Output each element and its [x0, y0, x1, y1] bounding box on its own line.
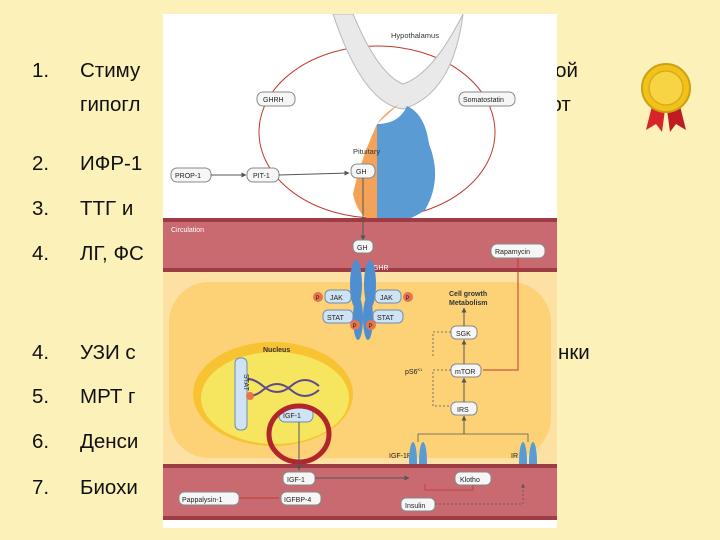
bullet-item-6: 6. Денси [32, 429, 138, 455]
bullet-number: 5. [32, 385, 50, 408]
nucleus-label: Nucleus [263, 347, 290, 354]
igf1-nucleus-label: IGF-1 [283, 413, 301, 420]
pit1-label: PIT-1 [253, 173, 270, 180]
ghr-left-chain [350, 260, 362, 308]
insulin-to-ir-arrow [435, 483, 525, 505]
bullet-text: ИФР-1 [80, 152, 143, 175]
bullet-number: 4. [32, 341, 50, 364]
gh-pituitary-label: GH [356, 169, 367, 176]
bullet-text: гипогл [80, 93, 141, 116]
ps6-label: pS6K1 [405, 367, 423, 376]
pappalysin-label: Pappalysin-1 [182, 497, 223, 504]
jak-right-box [374, 289, 402, 304]
stat-nucleus-box [234, 357, 248, 431]
irs-label: IRS [457, 407, 469, 414]
ghrh-box [256, 91, 296, 107]
bullet-text: Биохи [80, 476, 138, 499]
hypothalamus-shape [332, 14, 464, 110]
phospho-circle [313, 292, 323, 302]
igf1r-label: IGF-1R [389, 453, 412, 460]
gh-igf1-pathway-diagram: Hypothalamus Pituitary GHRH Somatostatin… [163, 14, 557, 520]
metabolism-label: Metabolism [449, 300, 488, 307]
ps6-superscript: K1 [417, 367, 423, 372]
receptor-signal-line [417, 433, 529, 442]
bullet-text: ТТГ и [80, 197, 134, 220]
circulation-label: Circulation [171, 227, 204, 234]
anterior-pituitary-shape [353, 104, 399, 222]
gh-circulation-box [352, 239, 374, 254]
ps6-text: pS6 [405, 369, 418, 376]
rapamycin-label: Rapamycin [495, 249, 530, 256]
somatostatin-box [458, 91, 516, 107]
bullet-number: 4. [32, 242, 50, 265]
mtor-label: mTOR [455, 369, 475, 376]
bullet-item-5: 5. МРТ г [32, 384, 136, 410]
bullet-item-3: 3. ТТГ и [32, 196, 133, 222]
bullet-number: 2. [32, 152, 50, 175]
bullet-text: ЛГ, ФС [80, 242, 144, 265]
phospho-circle [366, 320, 376, 330]
posterior-pituitary-shape [377, 106, 436, 223]
phospho-label: P [406, 296, 410, 302]
bullet-item-2: 2. ИФР-1 [32, 151, 142, 177]
bullet-number: 7. [32, 476, 50, 499]
gh-igf1-axis-figure: Hypothalamus Pituitary GHRH Somatostatin… [163, 14, 557, 528]
igfbp4-label: IGFBP-4 [284, 497, 311, 504]
bullet-item-4b: 4. УЗИ с нки [32, 340, 590, 366]
ghr-right-tail [363, 296, 373, 340]
gh-circulation-label: GH [357, 245, 368, 252]
award-medal-icon [641, 63, 691, 132]
cell-growth-label: Cell growth [449, 291, 487, 298]
phospho-label: P [316, 296, 320, 302]
mtor-box [450, 363, 482, 378]
ir-label: IR [511, 453, 518, 460]
rapamycin-inhibition-line [483, 258, 519, 371]
igfbp4-box [280, 491, 322, 506]
phospho-circle [350, 320, 360, 330]
sgk-dashed-line [432, 331, 451, 358]
phospho-circle [246, 392, 254, 400]
igf1-circulation-label: IGF-1 [287, 477, 305, 484]
phospho-circle [403, 292, 413, 302]
insulin-box [400, 497, 436, 512]
bullet-text-tail: нки [558, 341, 590, 364]
bullet-item-7: 7. Биохи [32, 475, 138, 501]
stat-left-box [322, 309, 354, 324]
phospho-label: P [369, 324, 373, 330]
jak-right-label: JAK [380, 295, 393, 302]
phospho-label: P [353, 324, 357, 330]
bullet-text: МРТ г [80, 385, 136, 408]
pit1-to-gh-arrow [278, 170, 350, 176]
hypothalamus-label: Hypothalamus [391, 31, 439, 40]
stat-right-label: STAT [377, 315, 395, 322]
bullet-item-1: 1.Стимуговой [32, 58, 578, 84]
stat-nucleus-label: STAT [242, 374, 249, 392]
ghr-right-chain [364, 260, 376, 308]
stat-left-label: STAT [327, 315, 345, 322]
bullet-item-4: 4. ЛГ, ФС [32, 241, 144, 267]
somatostatin-label: Somatostatin [463, 97, 504, 104]
dna-strand-1 [234, 377, 320, 393]
stat-right-box [372, 309, 404, 324]
bullet-text: Денси [80, 430, 139, 453]
bullet-item-1-cont: гипогларт [32, 92, 571, 118]
bullet-text: Стиму [80, 59, 141, 82]
ps6-feedback-line [432, 369, 451, 407]
ghrh-label: GHRH [263, 97, 284, 104]
sgk-label: SGK [456, 331, 471, 338]
medal-inner [648, 70, 684, 106]
jak-left-box [324, 289, 352, 304]
pituitary-label: Pituitary [353, 147, 380, 156]
klotho-inhibition-line [424, 484, 474, 491]
klotho-label: Klotho [460, 477, 480, 484]
ghr-left-tail [353, 296, 363, 340]
prop1-label: PROP-1 [175, 173, 201, 180]
bullet-number: 3. [32, 197, 50, 220]
bullet-number: 6. [32, 430, 50, 453]
bullet-number: 1. [32, 59, 50, 82]
bullet-text: УЗИ с [80, 341, 136, 364]
insulin-label: Insulin [405, 503, 425, 510]
jak-left-label: JAK [330, 295, 343, 302]
ghr-label: GHR [373, 265, 389, 272]
